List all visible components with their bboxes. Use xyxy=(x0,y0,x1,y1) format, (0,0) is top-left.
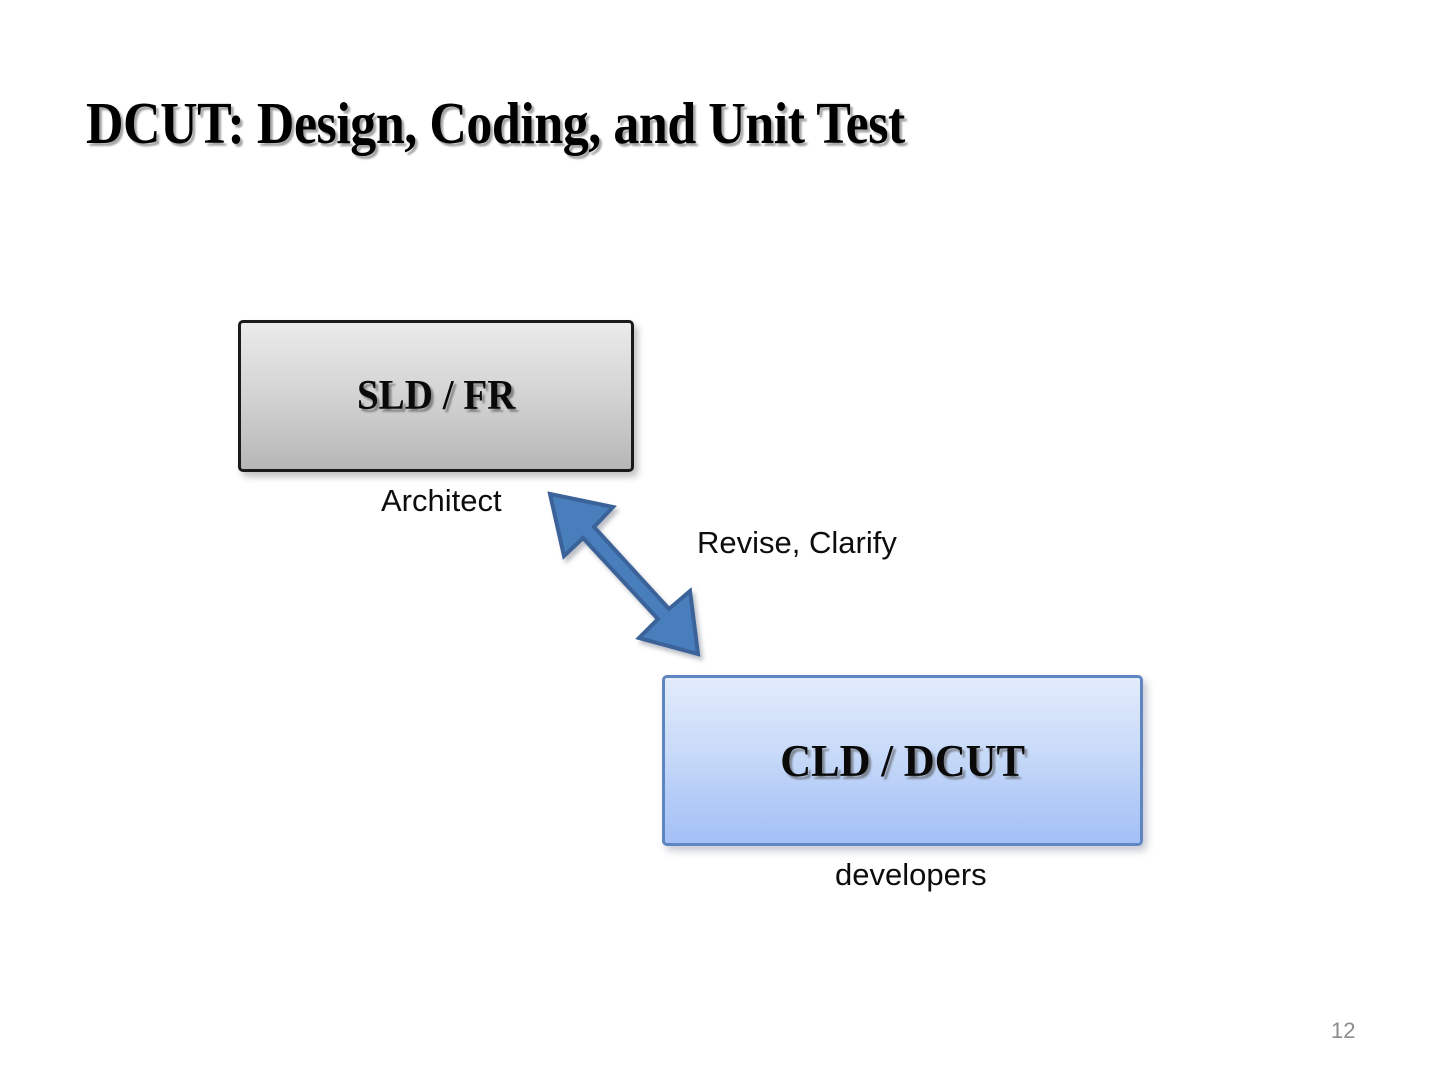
process-box-cld-dcut[interactable]: CLD / DCUT xyxy=(662,675,1143,846)
page-number: 12 xyxy=(1331,1018,1356,1043)
process-box-sld-fr[interactable]: SLD / FR xyxy=(238,320,634,472)
double-headed-arrow-icon xyxy=(547,491,701,657)
connector-label-revise-clarify: Revise, Clarify xyxy=(697,525,897,560)
caption-developers: developers xyxy=(835,857,987,892)
caption-architect: Architect xyxy=(381,483,502,518)
process-box-label: SLD / FR xyxy=(356,373,516,419)
process-box-label: CLD / DCUT xyxy=(780,735,1025,786)
double-arrow-connector xyxy=(538,483,708,668)
page-title: DCUT: Design, Coding, and Unit Test xyxy=(86,90,905,156)
